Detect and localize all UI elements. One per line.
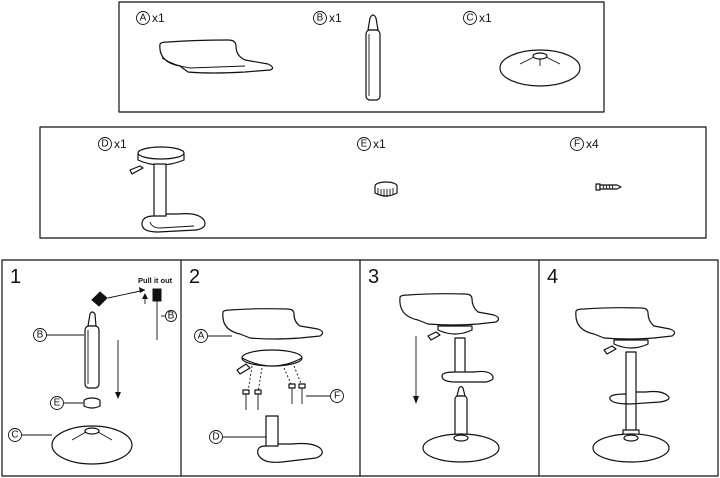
svg-text:D: D [101,139,108,150]
pull-it-out-note: Pull it out [138,276,173,285]
ring-nut-part-drawing [374,181,398,197]
svg-text:x1: x1 [152,11,165,25]
svg-text:A: A [198,331,205,342]
step-2-panel: 2 A F D [189,266,344,463]
svg-text:C: C [11,430,18,441]
step-1-number: 1 [10,266,21,288]
part-c-label: C x1 [463,11,492,25]
step-4-panel: 4 [547,266,676,463]
svg-text:C: C [466,13,473,24]
part-f-label: F x4 [570,137,599,151]
svg-text:B: B [317,13,324,24]
step-2-number: 2 [189,266,200,288]
parts-box-top [118,1,605,113]
part-d-label: D x1 [98,137,127,151]
svg-text:x4: x4 [586,137,599,151]
svg-text:A: A [140,13,147,24]
step-1-panel: 1 B Pull it out B E C [8,266,177,465]
step-3-number: 3 [368,266,379,288]
seat-part-drawing [159,39,274,74]
step-4-number: 4 [547,266,558,288]
screw-part-drawing [595,183,622,191]
base-part-drawing [499,49,581,87]
step-3-panel: 3 [368,266,500,463]
svg-text:F: F [574,139,580,150]
column-with-footrest-part-drawing [129,146,206,233]
part-a-label: A x1 [136,11,165,25]
svg-text:B: B [168,311,175,322]
parts-box-middle [39,126,707,239]
part-e-label: E x1 [357,137,386,151]
gas-cylinder-part-drawing [365,14,381,101]
svg-text:B: B [37,330,44,341]
svg-text:x1: x1 [373,137,386,151]
part-b-label: B x1 [313,11,342,25]
svg-text:E: E [361,139,368,150]
svg-text:x1: x1 [114,137,127,151]
svg-text:E: E [54,398,61,409]
svg-text:x1: x1 [479,11,492,25]
svg-text:D: D [212,432,219,443]
svg-text:x1: x1 [329,11,342,25]
svg-text:F: F [334,391,340,402]
